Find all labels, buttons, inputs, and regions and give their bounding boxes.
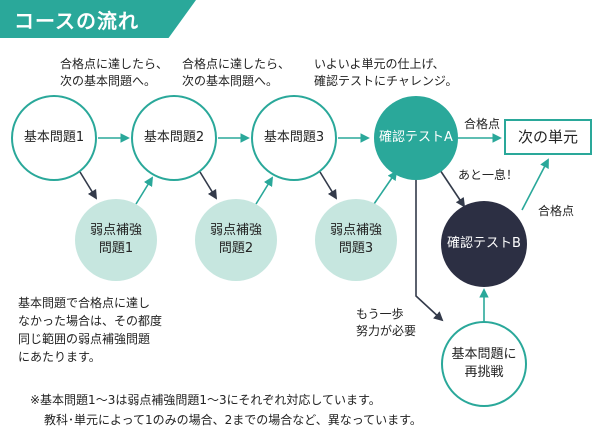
label-weak1: 弱点補強 問題1 (89, 223, 142, 256)
edge-label-almost: あと一息！ (458, 168, 519, 182)
arrow-basic1-weak1 (79, 171, 98, 200)
page-title: コースの流れ (14, 9, 139, 33)
node-basic1 (11, 95, 97, 181)
label-basic3: 基本問題3 (263, 130, 325, 145)
node-weak2 (195, 199, 277, 281)
note-left: 基本問題で合格点に達し なかった場合は、その都度 同じ範囲の弱点補強問題 にあた… (18, 296, 163, 364)
label-weak3: 弱点補強 問題3 (329, 223, 382, 256)
node-next-box (504, 119, 592, 155)
arrow-weak3-testA (373, 170, 398, 205)
node-weak1 (75, 199, 157, 281)
label-testA: 確認テストA (379, 130, 453, 145)
label-testB: 確認テストB (447, 236, 521, 251)
label-weak2: 弱点補強 問題2 (209, 223, 262, 256)
title-banner (0, 0, 196, 38)
arrow-testB-next (521, 158, 549, 211)
edge-label-pass-b: 合格点 (538, 204, 575, 218)
edge-label-more: もう一歩 努力が必要 (356, 307, 417, 338)
node-basic3 (251, 95, 337, 181)
node-testB (441, 201, 527, 287)
node-weak3 (315, 199, 397, 281)
label-basic2: 基本問題2 (143, 130, 205, 145)
node-testA (374, 96, 458, 180)
note-footer-1: ※基本問題1～3は弱点補強問題1～3にそれぞれ対応しています。 (30, 393, 381, 407)
arrow-testA-testB (439, 169, 466, 208)
node-basic2 (131, 95, 217, 181)
label-next: 次の単元 (517, 128, 578, 146)
node-retry (441, 321, 527, 407)
label-basic1: 基本問題1 (23, 130, 85, 145)
arrow-weak1-basic2 (135, 176, 154, 205)
arrow-basic2-weak2 (199, 171, 218, 200)
edge-label-pass-a: 合格点 (464, 117, 501, 131)
arrow-weak2-basic3 (255, 176, 274, 205)
arrow-testA-retry (415, 178, 444, 322)
note-footer-2: 教科･単元によって1のみの場合、2までの場合など、異なっています。 (44, 413, 422, 427)
note-top-3: いよいよ単元の仕上げ、 確認テストにチャレンジ。 (314, 57, 458, 88)
label-retry: 基本問題に 再挑戦 (451, 347, 517, 380)
arrow-basic3-weak3 (319, 171, 338, 200)
note-top-2: 合格点に達したら、 次の基本問題へ。 (182, 57, 291, 88)
note-top-1: 合格点に達したら、 次の基本問題へ。 (60, 57, 169, 88)
